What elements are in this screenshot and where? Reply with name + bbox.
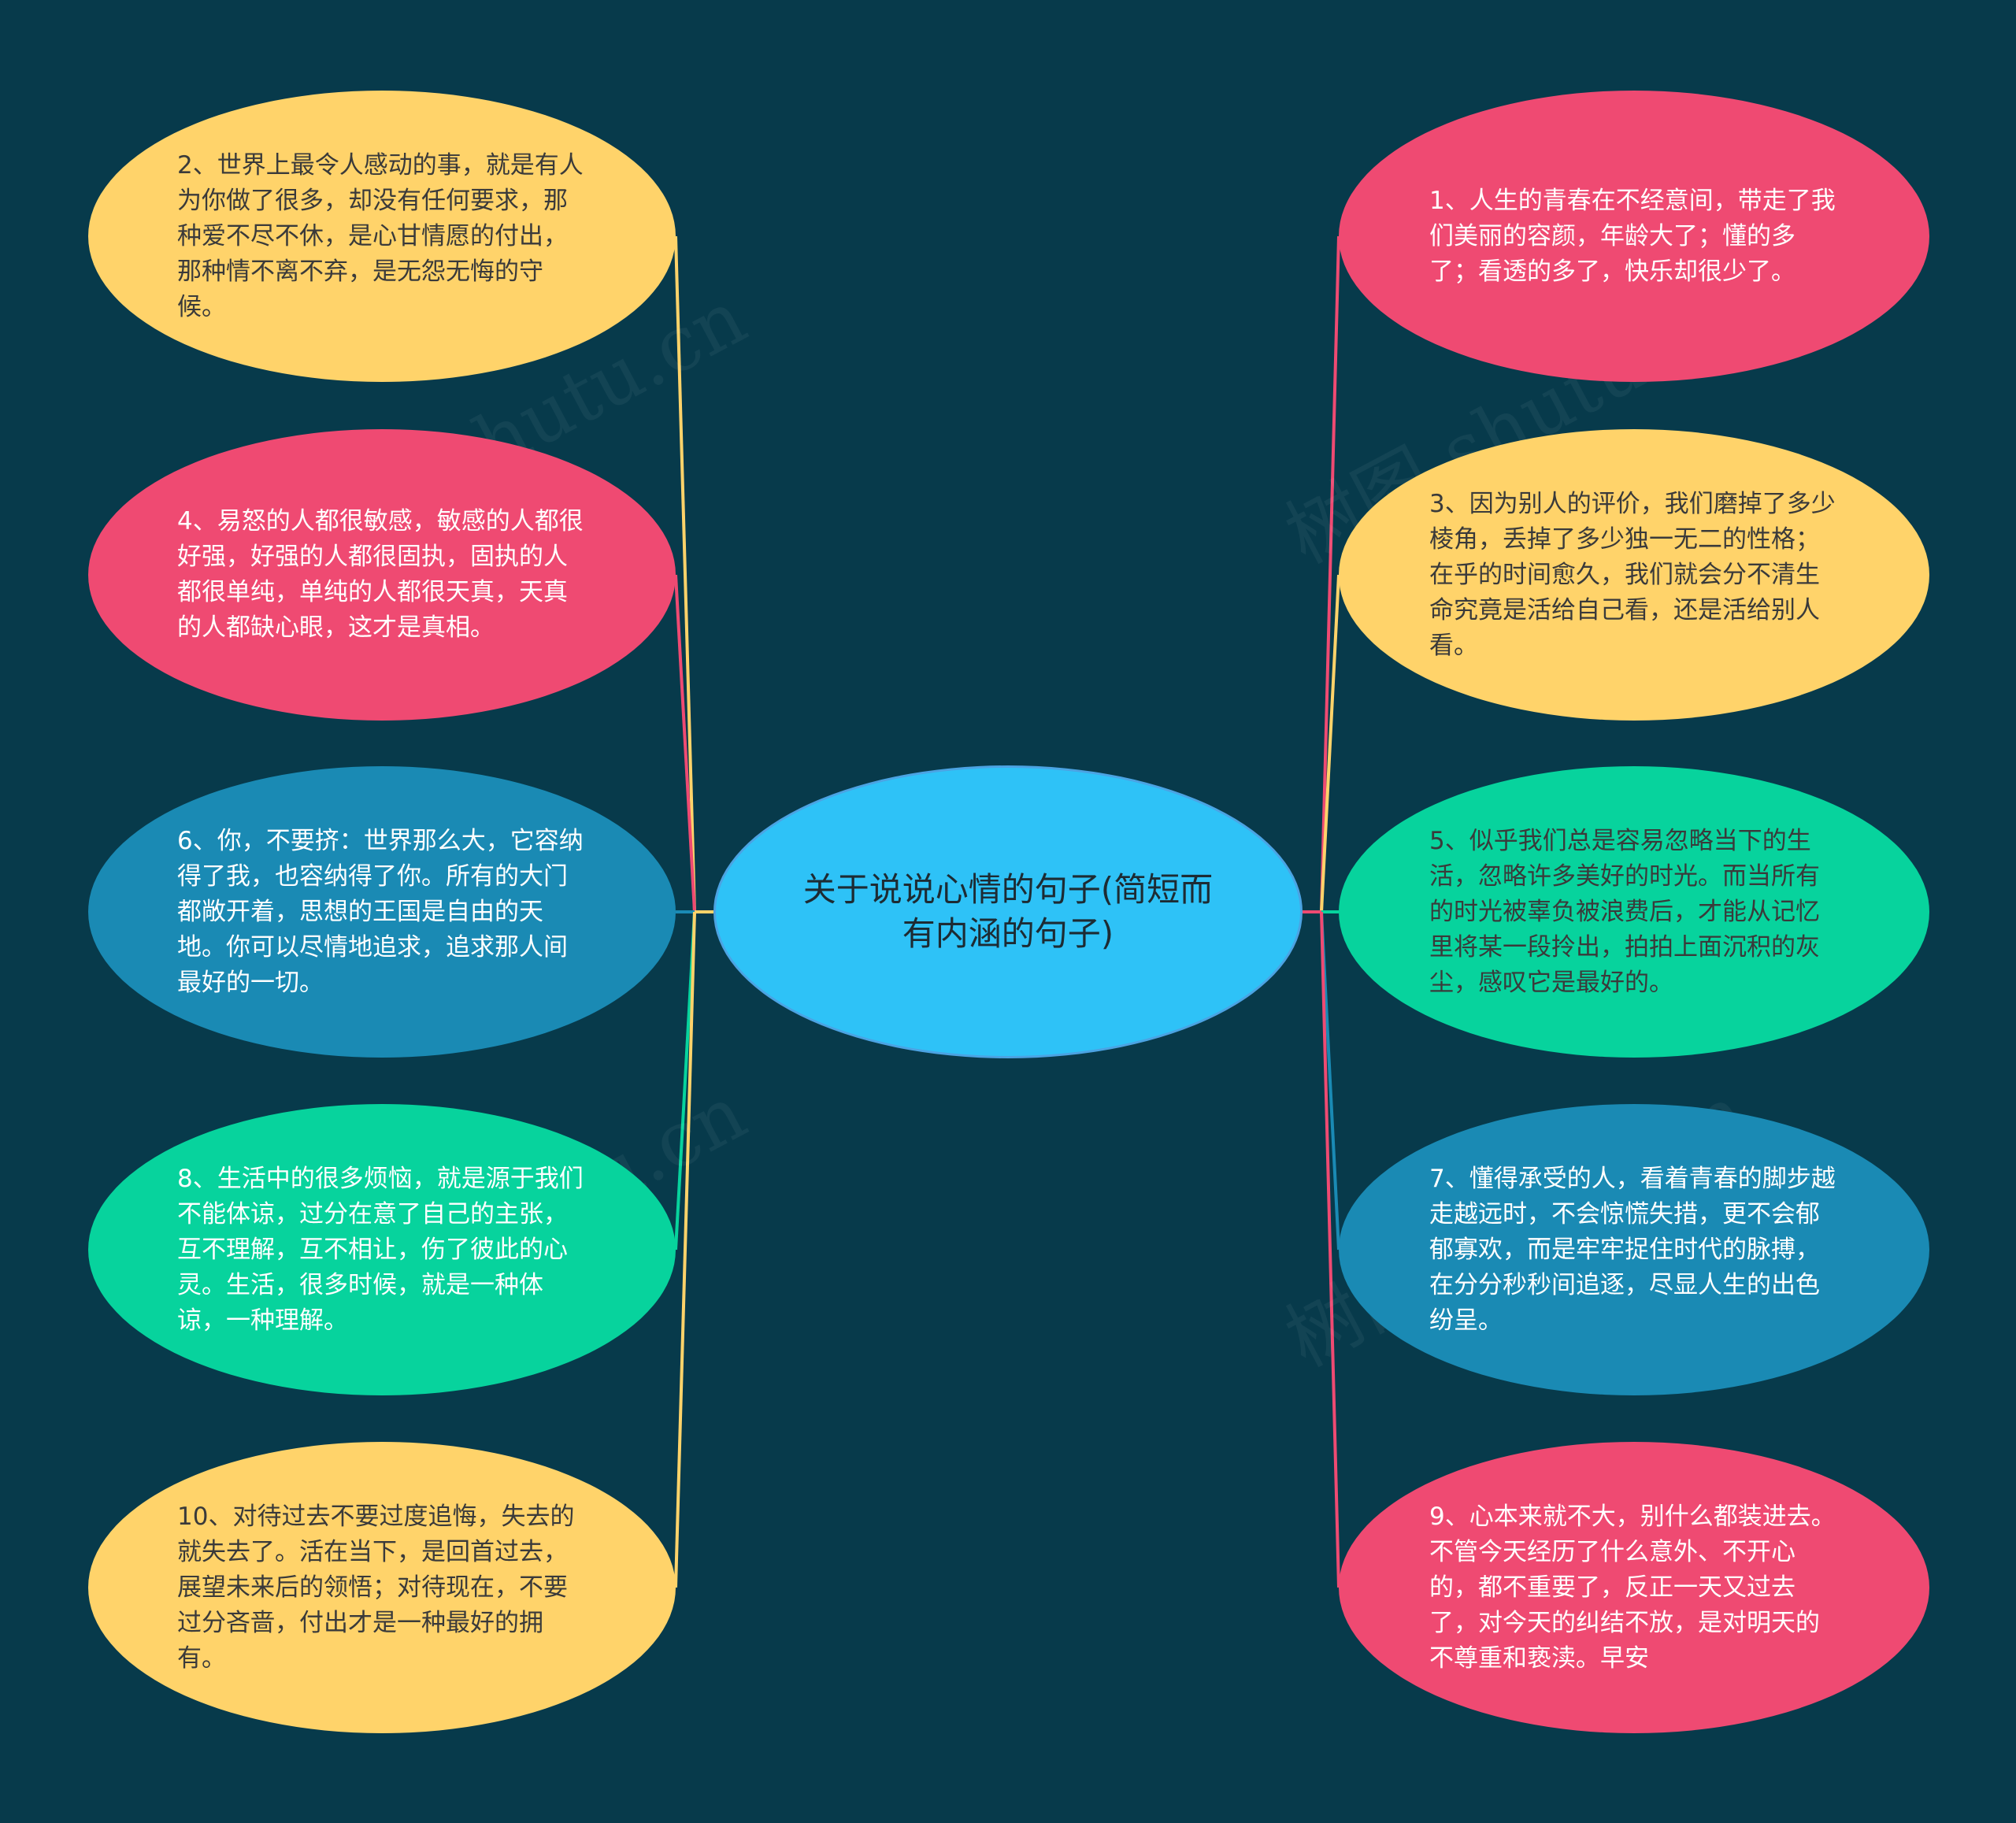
topic-node-3[interactable]: 3、因为别人的评价，我们磨掉了多少棱角，丢掉了多少独一无二的性格；在乎的时间愈久… bbox=[1339, 429, 1929, 721]
topic-text: 6、你，不要挤：世界那么大，它容纳得了我，也容纳得了你。所有的大门都敞开着，思想… bbox=[177, 826, 584, 997]
topic-text: 7、懂得承受的人，看着青春的脚步越走越远时，不会惊慌失措，更不会郁郁寡欢，而是牢… bbox=[1429, 1164, 1836, 1335]
topic-node-7[interactable]: 7、懂得承受的人，看着青春的脚步越走越远时，不会惊慌失措，更不会郁郁寡欢，而是牢… bbox=[1339, 1104, 1929, 1395]
topic-text: 9、心本来就不大，别什么都装进去。不管今天经历了什么意外、不开心的，都不重要了，… bbox=[1429, 1502, 1836, 1673]
topic-text: 4、易怒的人都很敏感，敏感的人都很好强，好强的人都很固执，固执的人都很单纯，单纯… bbox=[177, 507, 584, 642]
topic-node-10[interactable]: 10、对待过去不要过度追悔，失去的就失去了。活在当下，是回首过去，展望未来后的领… bbox=[88, 1442, 676, 1733]
topic-node-1[interactable]: 1、人生的青春在不经意间，带走了我们美丽的容颜，年龄大了；懂的多了；看透的多了，… bbox=[1339, 91, 1929, 382]
topic-node-5[interactable]: 5、似乎我们总是容易忽略当下的生活，忽略许多美好的时光。而当所有的时光被辜负被浪… bbox=[1339, 766, 1929, 1058]
topic-text: 8、生活中的很多烦恼，就是源于我们不能体谅，过分在意了自己的主张，互不理解，互不… bbox=[177, 1164, 584, 1335]
connector-line-n4 bbox=[674, 574, 696, 913]
topic-text: 1、人生的青春在不经意间，带走了我们美丽的容颜，年龄大了；懂的多了；看透的多了，… bbox=[1429, 186, 1836, 286]
topic-text: 3、因为别人的评价，我们磨掉了多少棱角，丢掉了多少独一无二的性格；在乎的时间愈久… bbox=[1429, 489, 1836, 660]
connector-line-n9 bbox=[1320, 911, 1340, 1588]
connector-line-n1 bbox=[1320, 235, 1340, 913]
topic-text: 2、世界上最令人感动的事，就是有人为你做了很多，却没有任何要求，那种爱不尽不休，… bbox=[177, 150, 584, 321]
topic-node-6[interactable]: 6、你，不要挤：世界那么大，它容纳得了我，也容纳得了你。所有的大门都敞开着，思想… bbox=[88, 766, 676, 1058]
central-topic-title: 关于说说心情的句子(简短而有内涵的句子) bbox=[802, 870, 1214, 953]
central-topic[interactable]: 关于说说心情的句子(简短而有内涵的句子) bbox=[713, 765, 1303, 1058]
connector-line-n3 bbox=[1320, 574, 1340, 913]
topic-node-9[interactable]: 9、心本来就不大，别什么都装进去。不管今天经历了什么意外、不开心的，都不重要了，… bbox=[1339, 1442, 1929, 1733]
connector-line-n2 bbox=[674, 235, 696, 913]
topic-text: 10、对待过去不要过度追悔，失去的就失去了。活在当下，是回首过去，展望未来后的领… bbox=[177, 1502, 575, 1673]
topic-node-8[interactable]: 8、生活中的很多烦恼，就是源于我们不能体谅，过分在意了自己的主张，互不理解，互不… bbox=[88, 1104, 676, 1395]
connector-line-n10 bbox=[674, 911, 696, 1588]
topic-node-2[interactable]: 2、世界上最令人感动的事，就是有人为你做了很多，却没有任何要求，那种爱不尽不休，… bbox=[88, 91, 676, 382]
topic-node-4[interactable]: 4、易怒的人都很敏感，敏感的人都很好强，好强的人都很固执，固执的人都很单纯，单纯… bbox=[88, 429, 676, 721]
topic-text: 5、似乎我们总是容易忽略当下的生活，忽略许多美好的时光。而当所有的时光被辜负被浪… bbox=[1429, 826, 1820, 997]
